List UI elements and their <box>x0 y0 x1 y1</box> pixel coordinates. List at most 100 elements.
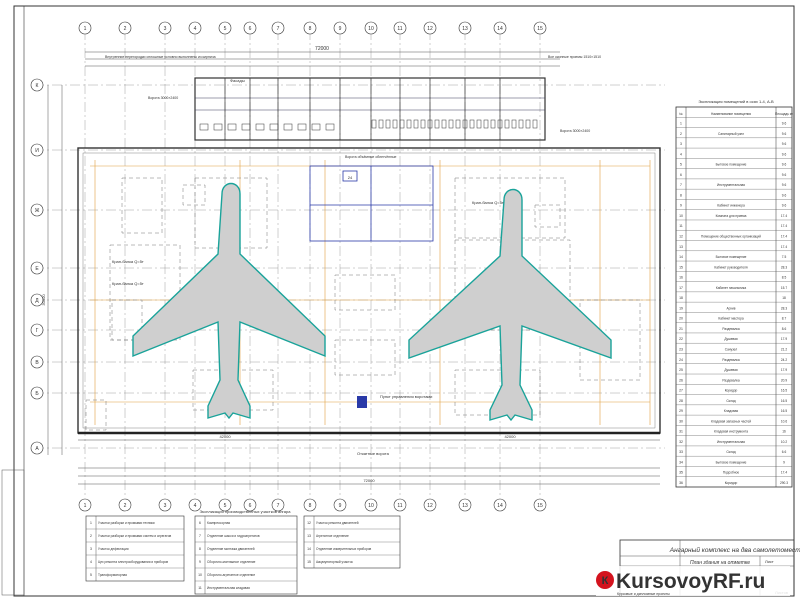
room-name: Коридор <box>725 481 738 485</box>
axis-label-bottom: 1 <box>84 503 87 509</box>
room-name: Кладовая запасных частей <box>711 419 751 423</box>
axis-bubble-left <box>30 441 44 455</box>
room-name: Кабинет мастера <box>718 317 744 321</box>
room-number: 3 <box>680 142 682 146</box>
axis-bubble-bottom <box>243 498 257 512</box>
axis-label-left: Д <box>35 298 39 304</box>
crane-label-left: Кран-балка Q=5т <box>112 259 144 264</box>
axis-bubble-bottom <box>458 498 472 512</box>
room-area: 8.5 <box>782 276 787 280</box>
axis-bubble-top <box>158 21 172 35</box>
room-name: Инструментальная <box>717 440 745 444</box>
room-number: 10 <box>679 214 683 218</box>
axis-bubble-bottom <box>78 498 92 512</box>
room-area: 17.4 <box>781 471 787 475</box>
bottom-total-dimension: 72000 <box>363 478 375 483</box>
section-name: Инструментальная кладовая <box>207 586 250 590</box>
axis-label-bottom: 13 <box>462 503 468 509</box>
room-name: Склад <box>726 450 735 454</box>
room-area: 8.6 <box>782 327 787 331</box>
room-number: 4 <box>680 152 682 156</box>
axis-label-bottom: 14 <box>497 503 503 509</box>
section-name: Отделение измерительных приборов <box>316 547 372 551</box>
room-number: 17 <box>679 286 683 290</box>
axis-label-bottom: 15 <box>537 503 543 509</box>
room-name: Кладовая <box>724 409 739 413</box>
axis-bubble-bottom <box>303 498 317 512</box>
section-name: Сборочно-монтажное отделение <box>207 560 256 564</box>
room-area: 290.3 <box>780 481 788 485</box>
aircraft-right <box>408 188 612 422</box>
axis-label-top: 6 <box>249 26 252 32</box>
axis-label-left: К <box>36 83 39 89</box>
sections-table-title: Экспликация производственных участков ан… <box>200 509 292 514</box>
room-name: Душевая <box>724 337 738 341</box>
axis-bubble-top <box>458 21 472 35</box>
axis-bubble-bottom <box>188 498 202 512</box>
room-area: 9.6 <box>782 183 787 187</box>
room-name: Помещение общественных организаций <box>701 235 761 239</box>
room-number: 21 <box>679 327 683 331</box>
section-name: Сборочно-агрегатное отделение <box>207 573 255 577</box>
project-title: Ангарный комплекс на два самолетоместа <box>669 546 800 554</box>
note-right: Все оконные проемы 1510×1510 <box>548 55 601 59</box>
room-number: 36 <box>679 481 683 485</box>
section-name: Участки разборки и промывки техники <box>98 521 155 525</box>
axis-label-top: 15 <box>537 26 543 32</box>
axis-label-top: 4 <box>194 26 197 32</box>
axis-bubble-top <box>423 21 437 35</box>
sections-explication-table: Экспликация производственных участков ан… <box>85 509 401 595</box>
room-number: 13 <box>679 245 683 249</box>
control-panel-marker <box>357 396 367 408</box>
axis-label-left: Г <box>36 328 39 334</box>
watermark: К KursovoyRF.ru Курсовые и дипломные про… <box>596 566 790 596</box>
room-area: 7.5 <box>782 255 787 259</box>
axis-label-top: 12 <box>427 26 433 32</box>
room-table-header: № <box>679 112 683 116</box>
crane-rails <box>90 160 651 425</box>
axis-bubble-top <box>364 21 378 35</box>
room-number: 14 <box>679 255 683 259</box>
room-number: 34 <box>679 460 683 464</box>
room-area: 16 <box>782 430 786 434</box>
central-structure: 24 <box>309 165 434 242</box>
room-name: Душевая <box>724 368 738 372</box>
axis-label-top: 14 <box>497 26 503 32</box>
room-number: 29 <box>679 409 683 413</box>
section-number: 11 <box>198 586 202 590</box>
crane-label-right: Кран-балка Q=5т <box>472 200 504 205</box>
axis-bubble-left <box>30 143 44 157</box>
axis-bubble-bottom <box>118 498 132 512</box>
room-area: 10.6 <box>781 419 787 423</box>
section-number: 2 <box>90 534 92 538</box>
room-number: 12 <box>679 235 683 239</box>
left-dimension-lines: 30000 <box>41 85 63 455</box>
section-name: Агрегатное отделение <box>316 534 349 538</box>
axis-label-top: 5 <box>224 26 227 32</box>
center-note: Пункт управления воротами <box>380 394 432 399</box>
room-name: Кабинет руководителя <box>714 265 747 269</box>
room-area: 17.4 <box>781 245 787 249</box>
left-dimension: 30000 <box>41 294 46 306</box>
aircraft-left <box>132 182 326 420</box>
svg-text:К: К <box>602 575 609 587</box>
room-area: 6.6 <box>782 450 787 454</box>
room-number: 7 <box>680 183 682 187</box>
axis-bubble-left <box>30 323 44 337</box>
watermark-main: KursovoyRF.ru <box>616 570 765 593</box>
section-number: 6 <box>199 521 201 525</box>
room-area: 9.6 <box>782 132 787 136</box>
room-area: 15.7 <box>781 286 787 290</box>
section-number: 13 <box>307 534 311 538</box>
room-number: 32 <box>679 440 683 444</box>
axis-label-bottom: 10 <box>368 503 374 509</box>
note-left: Внутренние перегородки сплошные условно … <box>105 55 216 59</box>
axis-label-left: Ж <box>35 208 40 214</box>
room-area: 21.2 <box>781 347 787 351</box>
axis-label-bottom: 12 <box>427 503 433 509</box>
axis-label-bottom: 8 <box>309 503 312 509</box>
axis-label-bottom: 6 <box>249 503 252 509</box>
room-number: 30 <box>679 419 683 423</box>
